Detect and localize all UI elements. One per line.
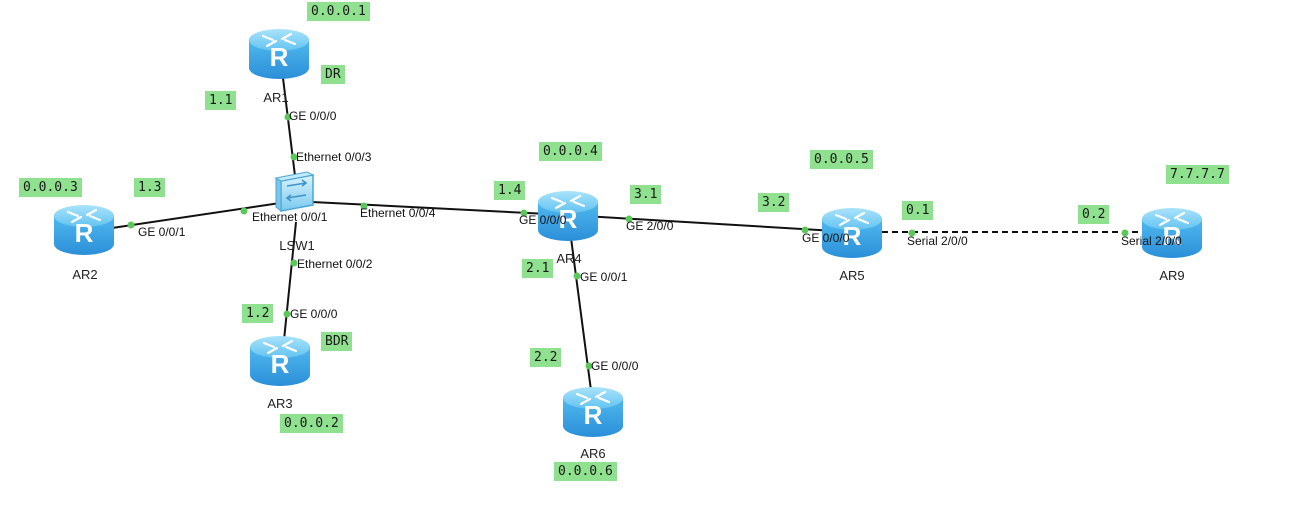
note-ar3-address: 1.2 bbox=[242, 304, 274, 323]
port-dot bbox=[908, 229, 916, 237]
note-ar6-router-id: 0.0.0.6 bbox=[554, 462, 617, 481]
note-ar5-router-id: 0.0.0.5 bbox=[810, 150, 873, 169]
note-ar3-role: BDR bbox=[321, 332, 353, 351]
router-icon-ar2[interactable] bbox=[52, 203, 116, 257]
note-ar4-address-3: 3.1 bbox=[630, 185, 662, 204]
router-icon-ar3[interactable] bbox=[248, 334, 312, 388]
port-label-ar3-ge000: GE 0/0/0 bbox=[290, 307, 338, 321]
port-label-ar2-ge001: GE 0/0/1 bbox=[138, 225, 186, 239]
device-name-ar1: AR1 bbox=[263, 90, 289, 105]
note-ar5-address-serial: 0.1 bbox=[902, 201, 934, 220]
router-icon-ar6[interactable] bbox=[561, 385, 625, 439]
note-ar2-router-id: 0.0.0.3 bbox=[19, 178, 82, 197]
note-ar4-router-id: 0.0.0.4 bbox=[539, 142, 602, 161]
router-icon-ar9[interactable] bbox=[1140, 206, 1204, 260]
link-lsw1-ar3[interactable] bbox=[283, 221, 297, 341]
port-dot bbox=[360, 202, 368, 210]
port-dots bbox=[127, 113, 1129, 370]
note-ar1-router-id: 0.0.0.1 bbox=[307, 2, 370, 21]
port-dot bbox=[283, 310, 291, 318]
note-ar5-address-3: 3.2 bbox=[758, 193, 790, 212]
device-name-ar5: AR5 bbox=[839, 268, 865, 283]
port-label-ar5-ge000: GE 0/0/0 bbox=[802, 231, 850, 245]
device-name-ar3: AR3 bbox=[267, 396, 293, 411]
port-dot bbox=[585, 362, 593, 370]
switch-icon-lsw1[interactable] bbox=[274, 171, 315, 213]
device-name-ar2: AR2 bbox=[72, 267, 98, 282]
port-dot bbox=[290, 259, 298, 267]
port-label-lsw1-e001: Ethernet 0/0/1 bbox=[252, 210, 328, 224]
port-label-ar5-s200: Serial 2/0/0 bbox=[907, 234, 968, 248]
port-dot bbox=[573, 272, 581, 280]
link-ar4-ar5[interactable] bbox=[567, 214, 853, 233]
port-dot bbox=[240, 207, 248, 215]
device-name-lsw1: LSW1 bbox=[279, 238, 315, 253]
link-ar1-lsw1[interactable] bbox=[282, 77, 297, 185]
port-dot bbox=[284, 113, 292, 121]
port-label-ar4-ge000: GE 0/0/0 bbox=[519, 213, 567, 227]
device-name-ar6: AR6 bbox=[580, 446, 606, 461]
note-ar1-address: 1.1 bbox=[205, 91, 237, 110]
port-dot bbox=[127, 221, 135, 229]
links bbox=[111, 77, 1172, 399]
note-ar3-router-id: 0.0.0.2 bbox=[280, 414, 343, 433]
note-ar4-address-1: 1.4 bbox=[494, 181, 526, 200]
note-ar4-address-2: 2.1 bbox=[522, 259, 554, 278]
port-label-lsw1-e002: Ethernet 0/0/2 bbox=[297, 257, 373, 271]
port-dot bbox=[801, 226, 809, 234]
port-label-ar9-s200: Serial 2/0/0 bbox=[1121, 234, 1182, 248]
note-ar6-address: 2.2 bbox=[530, 348, 562, 367]
port-label-ar4-ge200: GE 2/0/0 bbox=[626, 219, 674, 233]
port-label-ar4-ge001: GE 0/0/1 bbox=[580, 270, 628, 284]
router-icon-ar1[interactable] bbox=[247, 27, 311, 81]
device-name-ar9: AR9 bbox=[1159, 268, 1185, 283]
port-dot bbox=[290, 153, 298, 161]
port-dot bbox=[625, 215, 633, 223]
port-label-lsw1-e004: Ethernet 0/0/4 bbox=[360, 206, 436, 220]
note-ar1-role: DR bbox=[321, 65, 345, 84]
note-ar9-address-serial: 0.2 bbox=[1078, 205, 1110, 224]
device-name-ar4: AR4 bbox=[556, 251, 582, 266]
note-ar2-address: 1.3 bbox=[134, 178, 166, 197]
link-ar4-ar6[interactable] bbox=[567, 214, 593, 399]
port-label-lsw1-e003: Ethernet 0/0/3 bbox=[296, 150, 372, 164]
note-ar9-router-id: 7.7.7.7 bbox=[1166, 165, 1229, 184]
port-label-ar6-ge000: GE 0/0/0 bbox=[591, 359, 639, 373]
port-label-ar1-ge000: GE 0/0/0 bbox=[289, 109, 337, 123]
port-dot bbox=[1121, 229, 1129, 237]
link-ar2-lsw1[interactable] bbox=[111, 202, 281, 229]
port-dot bbox=[520, 209, 528, 217]
